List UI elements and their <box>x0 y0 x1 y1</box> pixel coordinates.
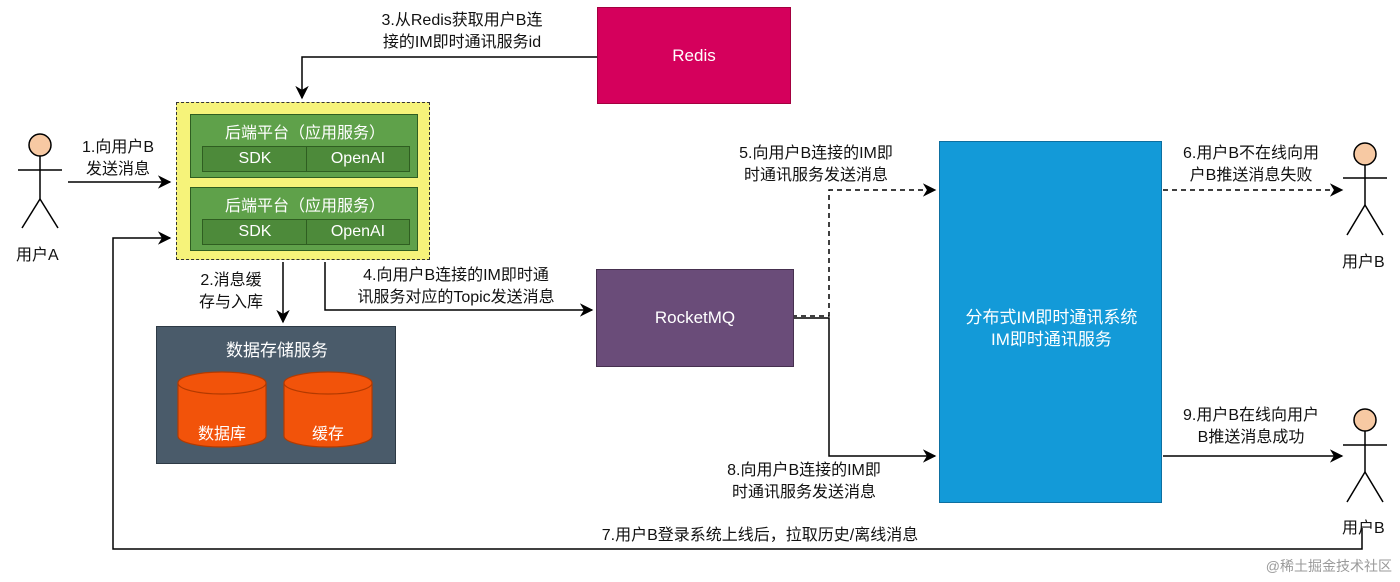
user-b-top-figure <box>1343 142 1387 236</box>
watermark: @稀土掘金技术社区 <box>1265 558 1392 574</box>
arrow-step7 <box>112 231 1363 550</box>
database-cylinder <box>177 371 267 448</box>
step2-label: 2.消息缓存与入库 <box>198 272 263 311</box>
step7-label: 7.用户B登录系统上线后，拉取历史/离线消息 <box>601 527 919 544</box>
cache-cylinder <box>283 371 373 448</box>
data-storage-title: 数据存储服务 <box>226 341 328 360</box>
rocketmq-node: RocketMQ <box>596 269 794 367</box>
backend-service-2-sdk: SDK <box>202 219 308 245</box>
step4-label: 4.向用户B连接的IM即时通讯服务对应的Topic发送消息 <box>357 267 555 306</box>
user-b-top-label: 用户B <box>1342 254 1385 271</box>
redis-label: Redis <box>672 45 716 65</box>
rocketmq-label: RocketMQ <box>654 308 736 327</box>
arrow-step5 <box>792 183 937 317</box>
backend-service-1: 后端平台（应用服务） SDK OpenAI <box>190 114 418 178</box>
im-system-subtitle: IM即时通讯服务 <box>991 330 1112 349</box>
database-label: 数据库 <box>197 426 246 443</box>
user-b-bottom-figure <box>1343 408 1387 503</box>
step8-label: 8.向用户B连接的IM即时通讯服务发送消息 <box>727 462 881 501</box>
cache-label: 缓存 <box>311 426 344 443</box>
arrow-step3 <box>295 56 597 100</box>
backend-service-2-openai: OpenAI <box>306 219 410 245</box>
backend-service-1-sdk: SDK <box>202 146 308 172</box>
step3-label: 3.从Redis获取用户B连接的IM即时通讯服务id <box>381 12 543 51</box>
redis-node: Redis <box>597 7 791 104</box>
user-a-figure <box>18 133 62 229</box>
im-system-node: 分布式IM即时通讯系统 IM即时通讯服务 <box>939 141 1162 503</box>
user-b-bottom-label: 用户B <box>1342 520 1385 537</box>
backend-service-1-openai: OpenAI <box>306 146 410 172</box>
arrow-step4 <box>324 262 594 317</box>
user-a-label: 用户A <box>16 247 59 264</box>
step6-label: 6.用户B不在线向用户B推送消息失败 <box>1182 145 1320 184</box>
backend-service-1-title: 后端平台（应用服务） <box>224 125 385 142</box>
arrow-step8 <box>792 317 937 463</box>
step5-label: 5.向用户B连接的IM即时通讯服务发送消息 <box>739 145 893 184</box>
im-system-title: 分布式IM即时通讯系统 <box>965 308 1138 327</box>
storage-cylinders <box>177 371 373 448</box>
backend-service-2: 后端平台（应用服务） SDK OpenAI <box>190 187 418 251</box>
backend-service-2-title: 后端平台（应用服务） <box>224 198 385 215</box>
